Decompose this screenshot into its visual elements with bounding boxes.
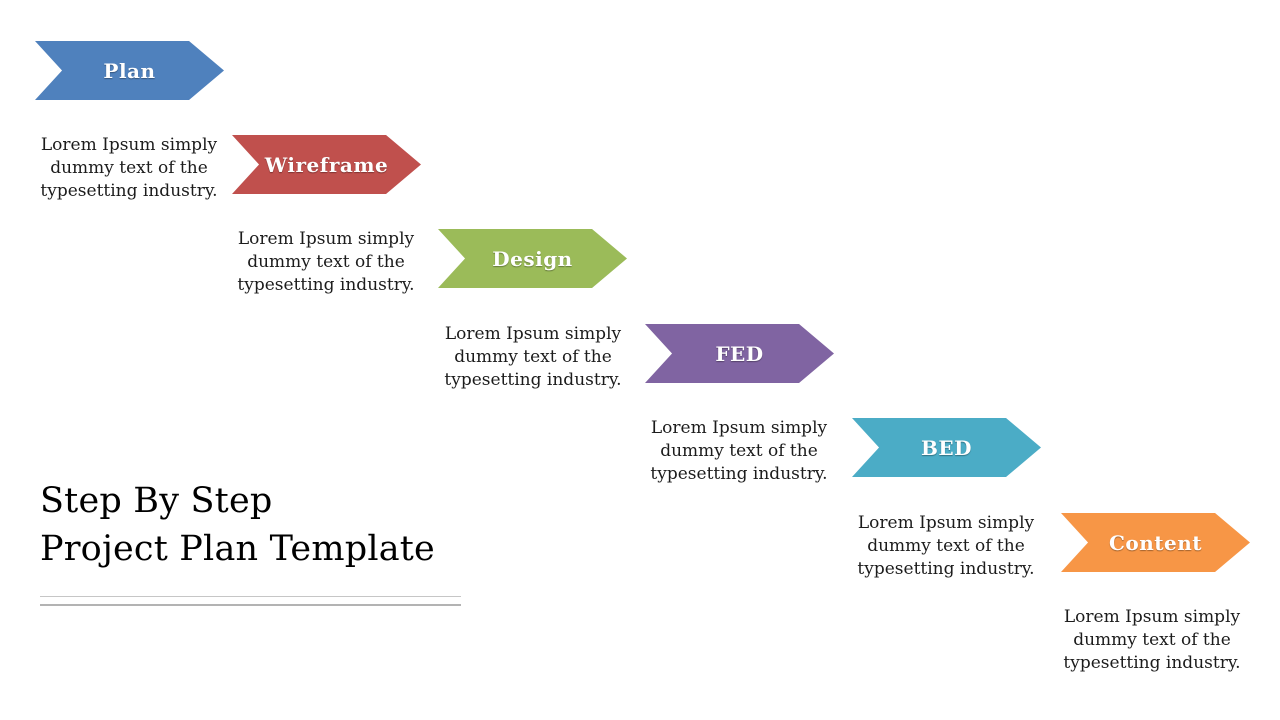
page-title: Step By Step Project Plan Template xyxy=(40,477,435,573)
step-caption-content: Lorem Ipsum simply dummy text of the typ… xyxy=(1052,606,1252,675)
step-caption-bed: Lorem Ipsum simply dummy text of the typ… xyxy=(846,512,1046,581)
step-arrow-fed: FED xyxy=(645,324,834,383)
step-label-content: Content xyxy=(1108,530,1203,555)
caption-line: typesetting industry. xyxy=(1063,653,1241,673)
step-caption-fed: Lorem Ipsum simply dummy text of the typ… xyxy=(639,417,839,486)
caption-line: Lorem Ipsum simply xyxy=(1063,607,1241,627)
caption-line: typesetting industry. xyxy=(444,370,622,390)
step-arrow-content: Content xyxy=(1061,513,1250,572)
title-divider-bottom xyxy=(40,604,461,606)
caption-line: Lorem Ipsum simply xyxy=(237,229,415,249)
page-title-line1: Step By Step xyxy=(40,481,273,521)
caption-line: typesetting industry. xyxy=(857,559,1035,579)
step-caption-design: Lorem Ipsum simply dummy text of the typ… xyxy=(433,323,633,392)
step-label-bed: BED xyxy=(921,435,972,460)
step-caption-plan: Lorem Ipsum simply dummy text of the typ… xyxy=(29,134,229,203)
step-caption-wireframe: Lorem Ipsum simply dummy text of the typ… xyxy=(226,228,426,297)
step-label-plan: Plan xyxy=(103,58,156,83)
step-label-design: Design xyxy=(492,246,573,271)
caption-line: typesetting industry. xyxy=(650,464,828,484)
caption-line: Lorem Ipsum simply xyxy=(857,513,1035,533)
step-arrow-design: Design xyxy=(438,229,627,288)
caption-line: dummy text of the xyxy=(247,252,405,272)
caption-line: dummy text of the xyxy=(454,347,612,367)
caption-line: dummy text of the xyxy=(50,158,208,178)
caption-line: typesetting industry. xyxy=(40,181,218,201)
caption-line: dummy text of the xyxy=(1073,630,1231,650)
caption-line: dummy text of the xyxy=(867,536,1025,556)
step-arrow-bed: BED xyxy=(852,418,1041,477)
step-label-wireframe: Wireframe xyxy=(264,152,389,177)
caption-line: Lorem Ipsum simply xyxy=(40,135,218,155)
page-title-line2: Project Plan Template xyxy=(40,529,435,569)
caption-line: dummy text of the xyxy=(660,441,818,461)
step-arrow-plan: Plan xyxy=(35,41,224,100)
step-label-fed: FED xyxy=(715,341,764,366)
caption-line: typesetting industry. xyxy=(237,275,415,295)
caption-line: Lorem Ipsum simply xyxy=(650,418,828,438)
step-arrow-wireframe: Wireframe xyxy=(232,135,421,194)
caption-line: Lorem Ipsum simply xyxy=(444,324,622,344)
title-divider-top xyxy=(40,596,461,597)
